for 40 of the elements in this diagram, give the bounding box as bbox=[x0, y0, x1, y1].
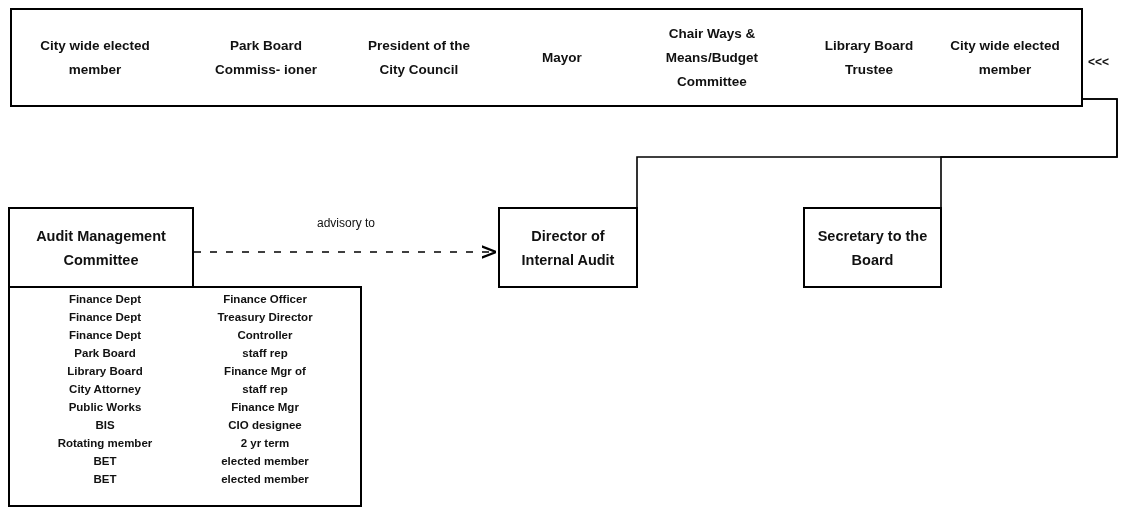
box-title: Secretary to the Board bbox=[816, 226, 929, 270]
member-title: President of the City Council bbox=[367, 36, 471, 79]
member-text: Finance Officer bbox=[222, 292, 308, 307]
direction-mark: <<< bbox=[1088, 54, 1110, 71]
member-title: City wide elected member bbox=[949, 36, 1061, 79]
member-text: Public Works bbox=[67, 400, 143, 415]
member-text: Finance Mgr of bbox=[223, 364, 307, 379]
member-text: BIS bbox=[94, 418, 116, 433]
member-text: elected member bbox=[220, 454, 310, 469]
member-text: Treasury Director bbox=[216, 310, 314, 325]
org-box bbox=[8, 207, 194, 288]
member-table bbox=[8, 286, 362, 507]
member-text: Park Board bbox=[73, 346, 137, 361]
member-title: City wide elected member bbox=[39, 36, 151, 79]
member-text: CIO designee bbox=[227, 418, 303, 433]
dashed-arrow bbox=[193, 245, 498, 259]
member-text: City Attorney bbox=[68, 382, 142, 397]
member-text: Finance Dept bbox=[67, 310, 143, 325]
member-text: staff rep bbox=[241, 346, 289, 361]
connector-line bbox=[940, 98, 1118, 208]
member-text: staff rep bbox=[241, 382, 289, 397]
member-title: Park Board Commiss- ioner bbox=[214, 36, 318, 79]
org-box bbox=[803, 207, 942, 288]
member-text: 2 yr term bbox=[239, 436, 291, 451]
member-title: Library Board Trustee bbox=[823, 36, 915, 79]
member-text: BET bbox=[92, 472, 118, 487]
box-title: Director of Internal Audit bbox=[520, 226, 616, 270]
member-text: Controller bbox=[236, 328, 294, 343]
member-text: BET bbox=[92, 454, 118, 469]
board-box bbox=[10, 8, 1083, 107]
member-text: elected member bbox=[220, 472, 310, 487]
box-title: Audit Management Committee bbox=[35, 226, 167, 270]
member-text: Finance Dept bbox=[67, 292, 143, 307]
member-title: Mayor bbox=[541, 48, 583, 67]
member-text: Finance Dept bbox=[67, 328, 143, 343]
member-text: Finance Mgr bbox=[230, 400, 300, 415]
member-text: Rotating member bbox=[56, 436, 154, 451]
org-box bbox=[498, 207, 638, 288]
member-text: Library Board bbox=[66, 364, 144, 379]
member-title: Chair Ways & Means/Budget Committee bbox=[664, 24, 760, 91]
